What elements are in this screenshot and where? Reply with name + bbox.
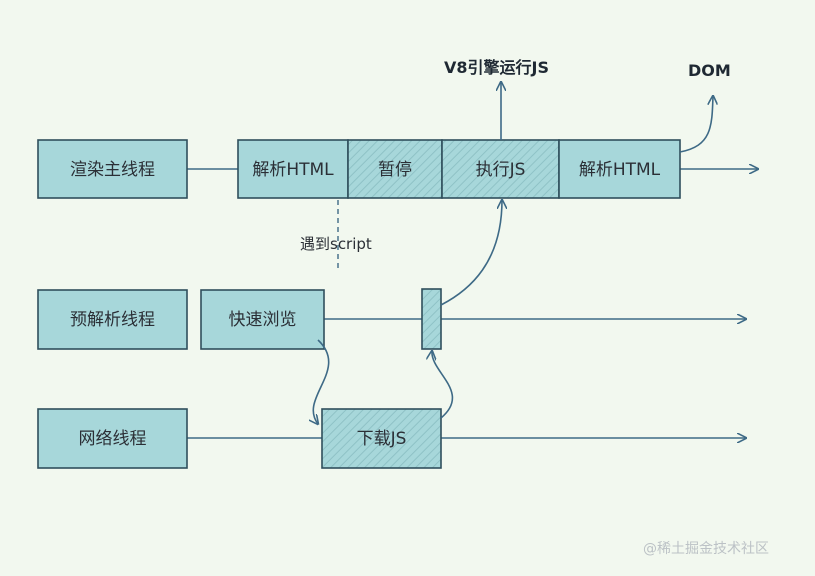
preparse-scan-label: 快速浏览 xyxy=(229,310,297,330)
signal-to-exec-arrow xyxy=(440,200,502,306)
watermark: @稀土掘金技术社区 xyxy=(643,541,769,557)
main-pause: 暂停 xyxy=(347,139,443,199)
main-parse-html-2-label: 解析HTML xyxy=(579,160,661,180)
main-parse-html-1-label: 解析HTML xyxy=(252,160,334,180)
scan-to-download-arrow xyxy=(313,339,330,424)
main-parse-html-1: 解析HTML xyxy=(237,139,349,199)
main-thread-box: 渲染主线程 xyxy=(37,139,188,199)
main-exec-js: 执行JS xyxy=(441,139,560,199)
preparse-signal-block xyxy=(421,288,442,350)
network-download-js-label: 下载JS xyxy=(357,429,407,449)
main-parse-html-2: 解析HTML xyxy=(558,139,681,199)
network-thread-box: 网络线程 xyxy=(37,408,188,469)
dom-arrow xyxy=(679,96,713,153)
preparse-scan: 快速浏览 xyxy=(200,289,325,350)
script-encounter-label: 遇到script xyxy=(300,235,372,253)
network-download-js: 下载JS xyxy=(321,408,442,469)
main-exec-js-label: 执行JS xyxy=(476,160,526,180)
network-thread-label: 网络线程 xyxy=(79,429,147,449)
v8-label: V8引擎运行JS xyxy=(444,58,549,77)
main-pause-label: 暂停 xyxy=(378,160,412,180)
preparse-thread-label: 预解析线程 xyxy=(70,310,155,330)
download-to-signal-arrow xyxy=(432,351,454,419)
dom-label: DOM xyxy=(688,61,731,80)
main-thread-label: 渲染主线程 xyxy=(70,160,155,180)
preparse-thread-box: 预解析线程 xyxy=(37,289,188,350)
